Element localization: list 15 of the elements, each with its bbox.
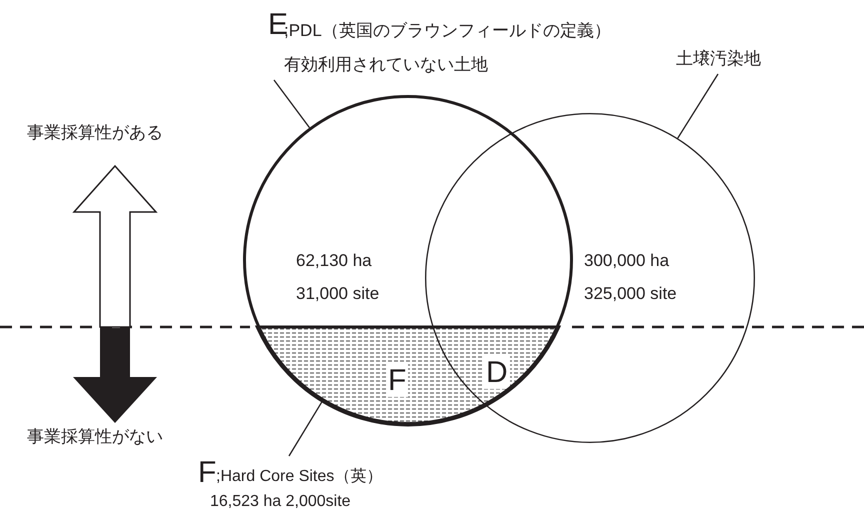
axis-label: 事業採算性がない bbox=[27, 428, 163, 447]
axis-label: 事業採算性がある bbox=[27, 124, 163, 143]
callout-text: 有効利用されていない土地 bbox=[284, 56, 488, 75]
callout-text: 16,523 ha 2,000site bbox=[210, 493, 351, 511]
area-value: 300,000 ha 325,000 site bbox=[584, 250, 678, 305]
leader-line bbox=[273, 80, 310, 128]
leader-line bbox=[288, 400, 323, 456]
callout-letter: F bbox=[198, 456, 216, 489]
callout-text: 土壌汚染地 bbox=[676, 50, 761, 69]
callout-text: ;PDL（英国のブラウンフィールドの定義） bbox=[284, 22, 611, 41]
callout-text: ;Hard Core Sites（英） bbox=[216, 468, 382, 486]
region-letter: F bbox=[386, 364, 408, 397]
region-letter: D bbox=[484, 356, 510, 389]
leader-line bbox=[677, 74, 719, 139]
area-value: 62,130 ha 31,000 site bbox=[296, 250, 380, 305]
